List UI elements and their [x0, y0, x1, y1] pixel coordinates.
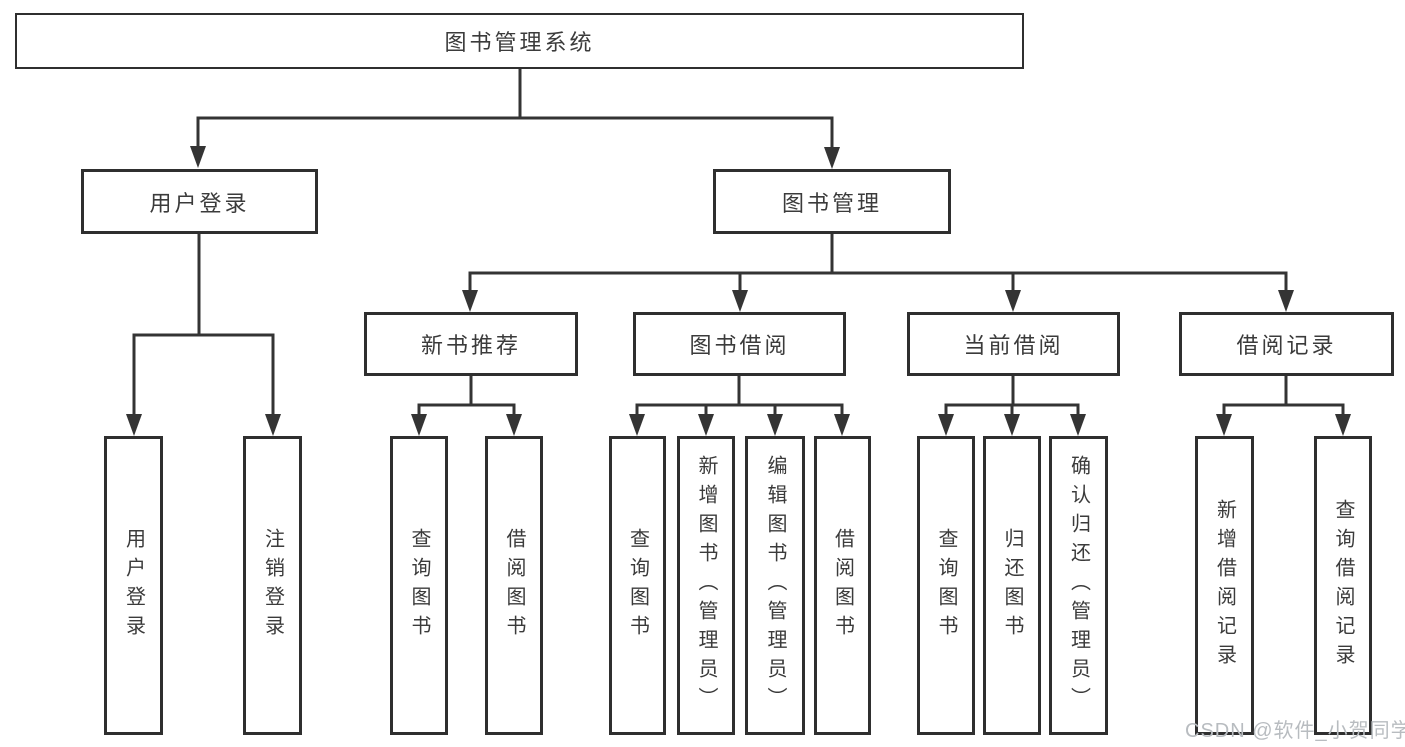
arrow-down-icon [629, 414, 645, 436]
leaf-borrow-books-recommend-label: 借阅图书 [503, 527, 525, 644]
node-current-borrowing: 当前借阅 [907, 312, 1120, 376]
csdn-watermark: CSDN @软件_小贺同学 [1185, 720, 1405, 742]
leaf-add-borrow-record: 新增借阅记录 [1195, 436, 1254, 735]
leaf-user-login-label: 用户登录 [122, 527, 145, 644]
node-root-system: 图书管理系统 [15, 13, 1024, 69]
leaf-query-borrow-record-label: 查询借阅记录 [1332, 498, 1354, 673]
arrow-down-icon [834, 414, 850, 436]
arrow-down-icon [126, 414, 142, 436]
arrow-down-icon [1070, 414, 1086, 436]
leaf-query-books-borrowing-label: 查询图书 [626, 527, 649, 644]
node-user-login: 用户登录 [81, 169, 318, 234]
leaf-add-book-admin-label: 新增图书（管理员） [695, 455, 717, 716]
leaf-logout: 注销登录 [243, 436, 302, 735]
arrow-down-icon [411, 414, 427, 436]
node-book-management: 图书管理 [713, 169, 951, 234]
node-borrowing-records: 借阅记录 [1179, 312, 1394, 376]
arrow-down-icon [1335, 414, 1351, 436]
leaf-query-books-borrowing: 查询图书 [609, 436, 666, 735]
leaf-query-books-recommend-label: 查询图书 [408, 527, 430, 644]
arrow-down-icon [265, 414, 281, 436]
arrow-down-icon [506, 414, 522, 436]
arrow-down-icon [767, 414, 783, 436]
leaf-user-login: 用户登录 [104, 436, 163, 735]
arrow-down-icon [1005, 290, 1021, 312]
leaf-return-books: 归还图书 [983, 436, 1041, 735]
arrow-down-icon [190, 146, 206, 168]
arrow-down-icon [824, 147, 840, 169]
leaf-borrow-books-borrowing: 借阅图书 [814, 436, 871, 735]
arrowhead-icons [126, 146, 1351, 436]
node-book-borrowing: 图书借阅 [633, 312, 846, 376]
leaf-borrow-books-recommend: 借阅图书 [485, 436, 543, 735]
arrow-down-icon [462, 290, 478, 312]
leaf-query-books-current-label: 查询图书 [935, 527, 957, 644]
leaf-logout-label: 注销登录 [261, 527, 284, 644]
leaf-edit-book-admin: 编辑图书（管理员） [745, 436, 805, 735]
node-new-book-recommend: 新书推荐 [364, 312, 578, 376]
leaf-borrow-books-borrowing-label: 借阅图书 [831, 527, 854, 644]
leaf-query-borrow-record: 查询借阅记录 [1314, 436, 1372, 735]
leaf-return-books-label: 归还图书 [1001, 527, 1023, 644]
leaf-confirm-return-admin-label: 确认归还（管理员） [1067, 455, 1090, 716]
leaf-add-borrow-record-label: 新增借阅记录 [1213, 498, 1236, 673]
arrow-down-icon [1216, 414, 1232, 436]
arrow-down-icon [938, 414, 954, 436]
leaf-query-books-current: 查询图书 [917, 436, 975, 735]
leaf-query-books-recommend: 查询图书 [390, 436, 448, 735]
arrow-down-icon [1004, 414, 1020, 436]
arrow-down-icon [1278, 290, 1294, 312]
leaf-confirm-return-admin: 确认归还（管理员） [1049, 436, 1108, 735]
arrow-down-icon [698, 414, 714, 436]
leaf-edit-book-admin-label: 编辑图书（管理员） [764, 455, 786, 716]
arrow-down-icon [732, 290, 748, 312]
leaf-add-book-admin: 新增图书（管理员） [677, 436, 735, 735]
connector-path [132, 69, 1345, 418]
